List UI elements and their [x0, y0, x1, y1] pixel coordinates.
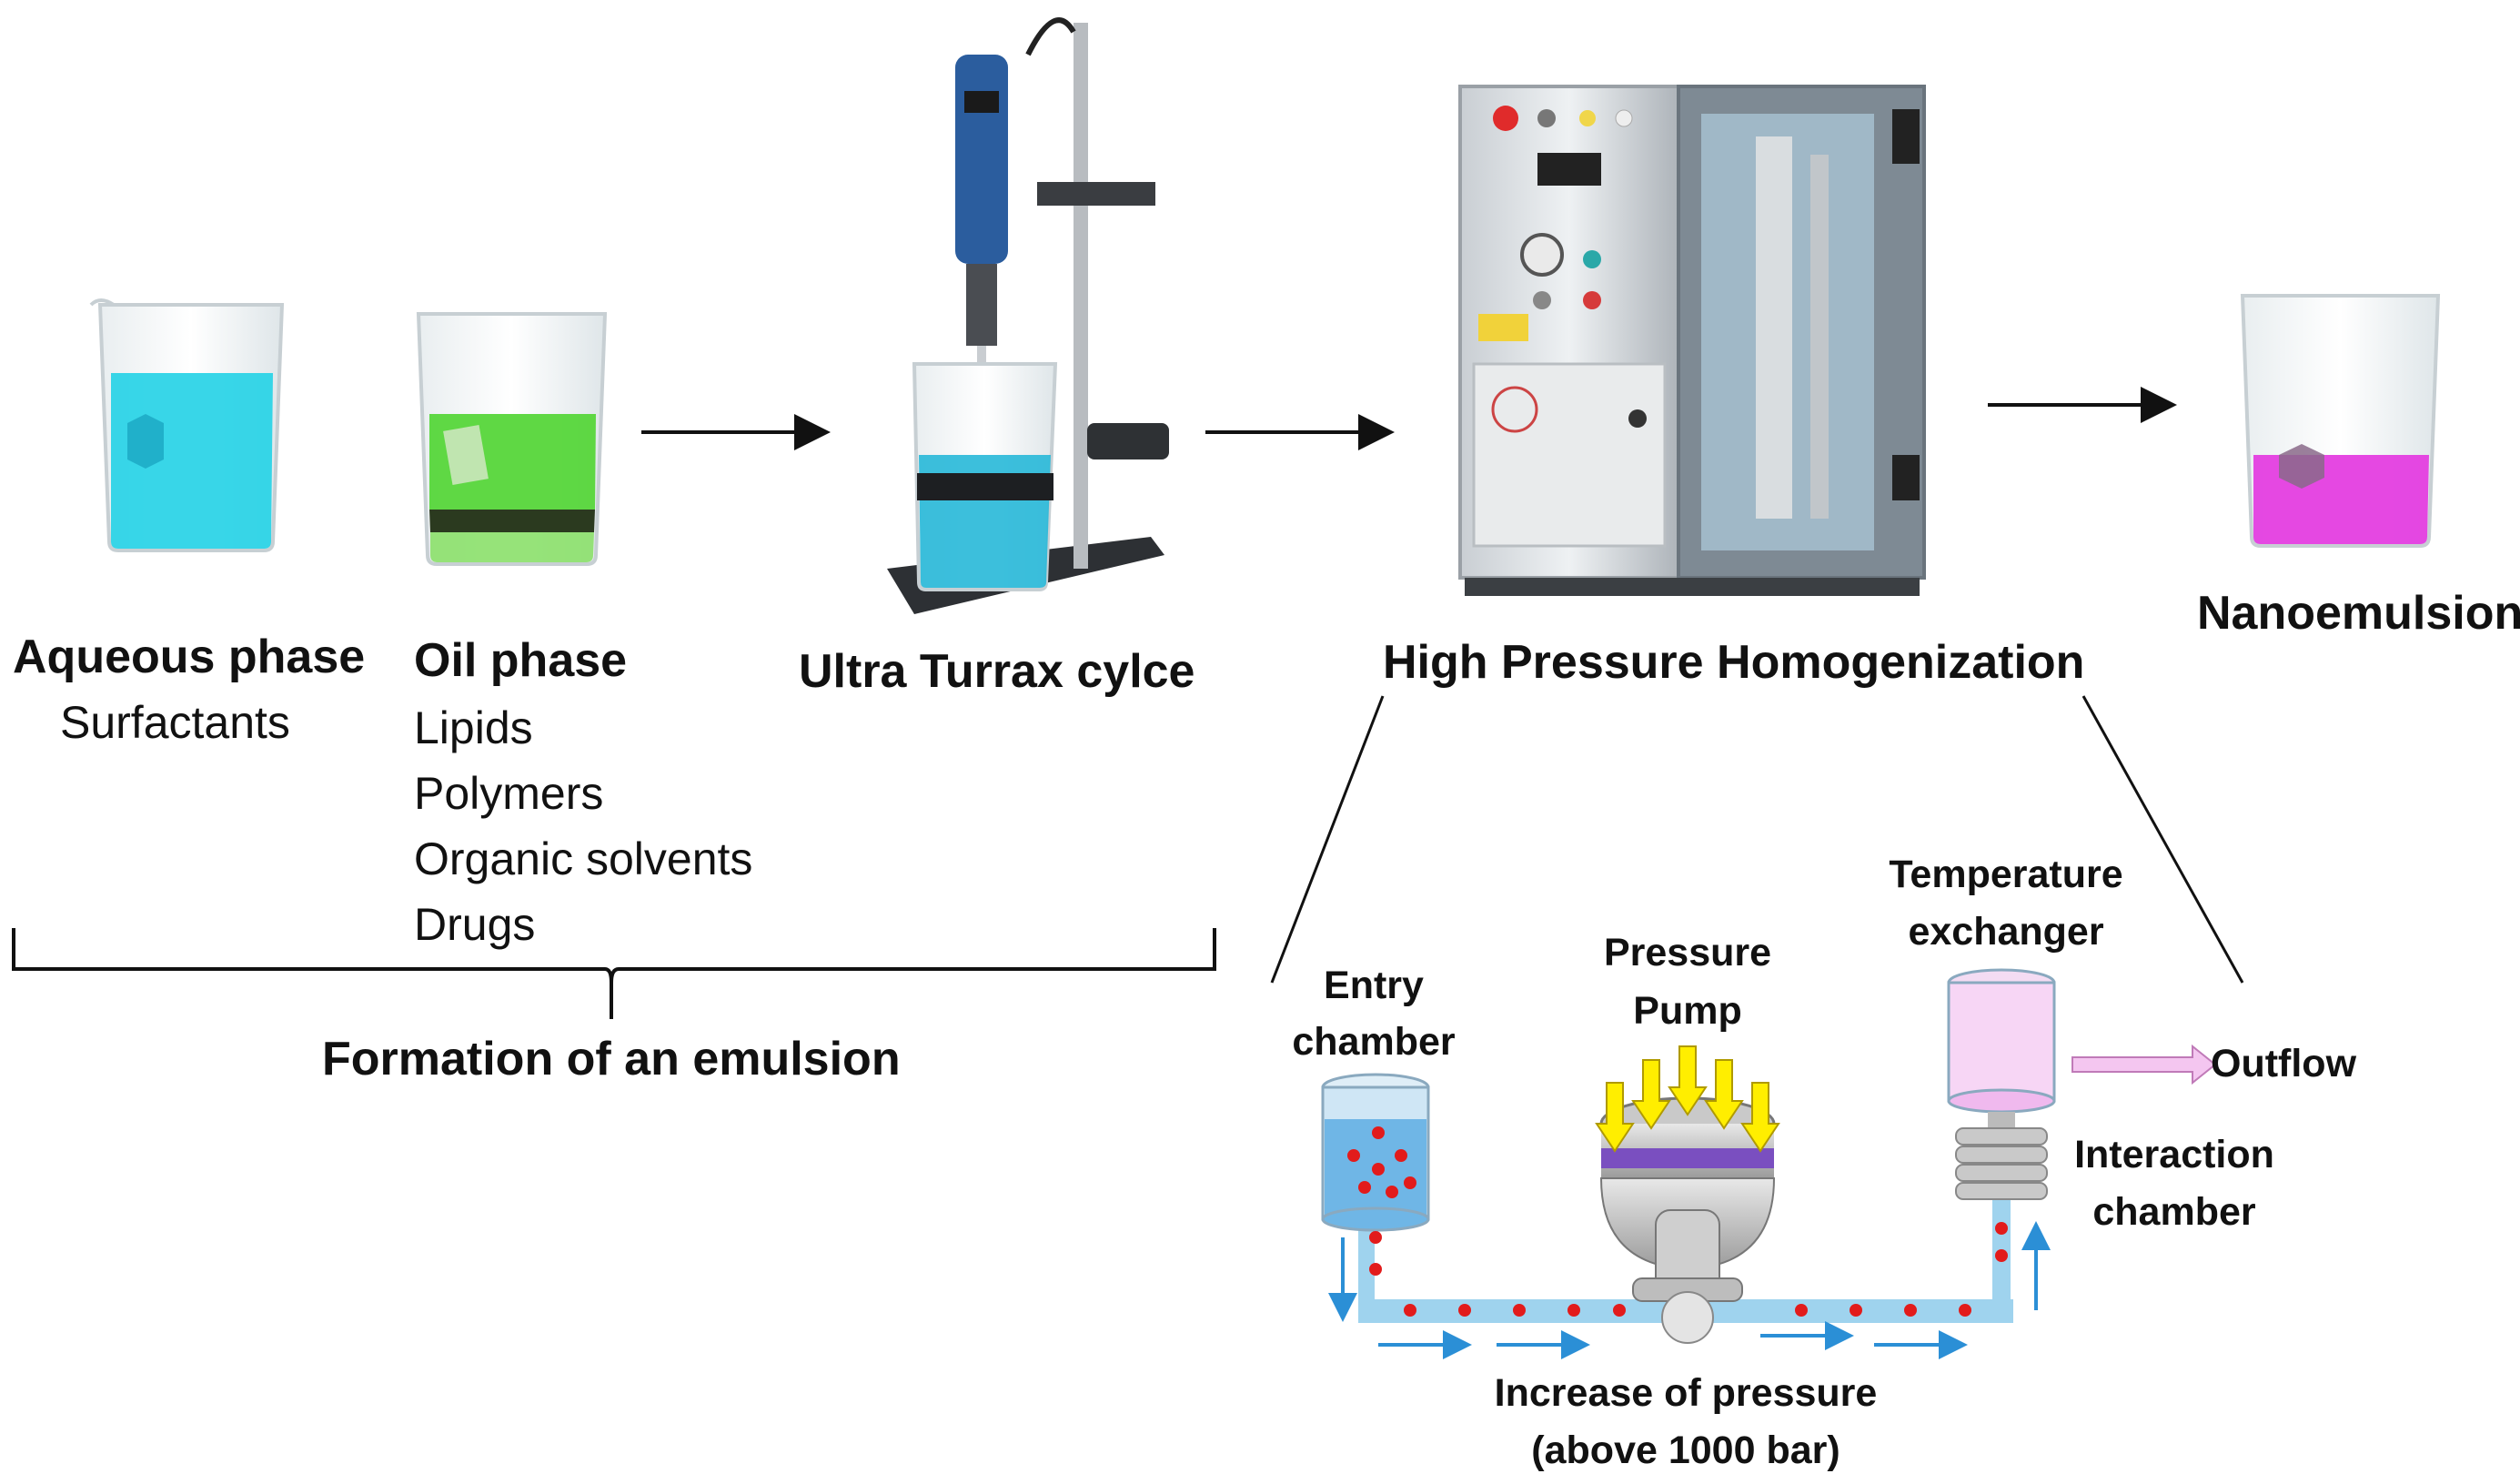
droplet: [1995, 1249, 2008, 1262]
zoom-line-left: [1270, 695, 1385, 984]
aqueous-phase-title: Aqueous phase: [13, 631, 366, 683]
oil-item: Polymers: [414, 768, 604, 819]
droplet: [1386, 1186, 1398, 1198]
pressure-arrow-icon: [1668, 1045, 1708, 1116]
interaction-chamber-label-1: Interaction: [2074, 1133, 2274, 1176]
pressure-pump-label-2: Pump: [1633, 989, 1742, 1033]
droplet: [1995, 1222, 2008, 1235]
pressure-arrow-icon: [1704, 1059, 1744, 1130]
aqueous-phase-items: Surfactants: [60, 690, 290, 755]
oil-item: Drugs: [414, 899, 536, 950]
emulsion-brace: [12, 928, 1216, 1019]
pressure-arrow-icon: [1631, 1059, 1671, 1130]
pressure-pump-label-1: Pressure: [1603, 931, 1772, 974]
droplet: [1369, 1231, 1382, 1244]
zoom-line-right: [2082, 695, 2244, 984]
ultra-turrax-device: [887, 17, 1169, 614]
droplet: [1513, 1304, 1526, 1317]
nanoemulsion-title: Nanoemulsion: [2197, 587, 2520, 640]
outflow-label: Outflow: [2211, 1042, 2357, 1085]
droplet: [1404, 1304, 1416, 1317]
droplet: [1850, 1304, 1862, 1317]
oil-phase-beaker: [416, 312, 608, 566]
interaction-chamber-label-2: chamber: [2092, 1190, 2256, 1234]
temperature-exchanger-label-1: Temperature: [1889, 853, 2123, 896]
droplet: [1347, 1149, 1360, 1162]
temperature-exchanger: [1947, 968, 2056, 1200]
emulsion-droplets: [1347, 1126, 2008, 1317]
droplet: [1372, 1163, 1385, 1176]
oil-item: Lipids: [414, 702, 533, 753]
hph-title: High Pressure Homogenization: [1383, 636, 2085, 689]
temperature-exchanger-label-2: exchanger: [1908, 910, 2104, 954]
oil-phase-title: Oil phase: [414, 634, 628, 687]
aqueous-item: Surfactants: [60, 697, 290, 748]
oil-phase-items: Lipids Polymers Organic solvents Drugs: [414, 695, 752, 957]
pressure-arrow-icon: [1595, 1082, 1635, 1153]
droplet: [1959, 1304, 1971, 1317]
droplet: [1567, 1304, 1580, 1317]
outflow-arrow: [2071, 1044, 2217, 1085]
oil-item: Organic solvents: [414, 833, 753, 884]
entry-chamber-label-2: chamber: [1292, 1020, 1456, 1064]
ultra-turrax-title: Ultra Turrax cylce: [799, 645, 1195, 698]
pressure-arrows: [1595, 1045, 1780, 1153]
pressure-arrow-icon: [1740, 1082, 1780, 1153]
droplet: [1369, 1263, 1382, 1276]
high-pressure-homogenizer: [1458, 85, 1926, 596]
droplet: [1395, 1149, 1407, 1162]
droplet: [1613, 1304, 1626, 1317]
droplet: [1404, 1176, 1416, 1189]
droplet: [1372, 1126, 1385, 1139]
droplet: [1795, 1304, 1808, 1317]
entry-chamber: [1321, 1073, 1430, 1232]
pressure-note-2: (above 1000 bar): [1531, 1428, 1840, 1472]
brace-label: Formation of an emulsion: [322, 1033, 901, 1085]
droplet: [1358, 1181, 1371, 1194]
entry-chamber-label-1: Entry: [1324, 964, 1424, 1007]
nanoemulsion-beaker: [2240, 294, 2441, 548]
pressure-note-1: Increase of pressure: [1494, 1371, 1878, 1415]
droplet: [1904, 1304, 1917, 1317]
droplet: [1458, 1304, 1471, 1317]
aqueous-phase-beaker: [89, 298, 285, 552]
flow-direction-arrows: [1328, 1221, 2051, 1359]
